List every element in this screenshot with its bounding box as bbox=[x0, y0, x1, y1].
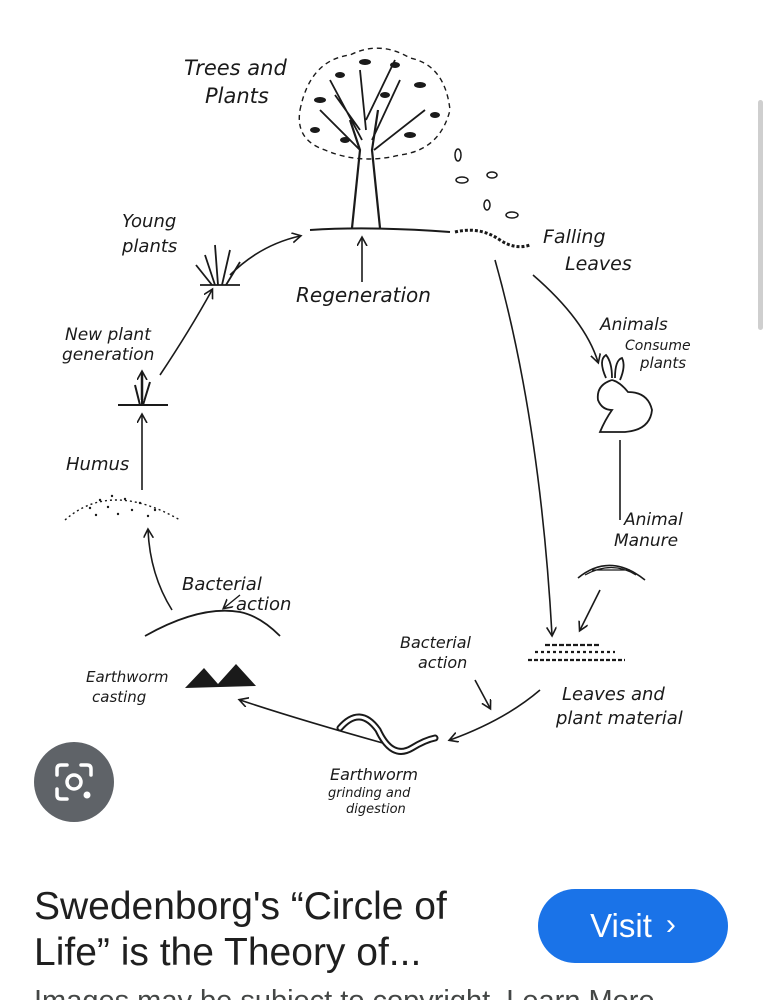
result-title[interactable]: Swedenborg's “Circle of Life” is the The… bbox=[34, 884, 514, 976]
falling-leaves-icon bbox=[454, 148, 519, 219]
tree-icon bbox=[298, 47, 451, 229]
young-plant-icon bbox=[195, 244, 241, 286]
ground-line bbox=[309, 227, 451, 233]
label-humus: Humus bbox=[66, 454, 129, 475]
lens-search-button[interactable] bbox=[34, 742, 114, 822]
label-trees-and-plants: Trees and Plants bbox=[184, 56, 293, 108]
label-earthworm-casting: Earthworm casting bbox=[86, 668, 173, 706]
copyright-notice[interactable]: Images may be subject to copyright. Lear… bbox=[34, 985, 655, 1000]
humus-mound-icon bbox=[64, 494, 181, 521]
bacterial-action-wave bbox=[144, 609, 281, 637]
result-title-line2: Life” is the Theory of... bbox=[34, 931, 422, 974]
label-earthworm-grinding: Earthworm grinding and digestion bbox=[328, 765, 423, 817]
manure-pile-icon bbox=[577, 564, 646, 581]
visit-button[interactable]: Visit › bbox=[538, 889, 728, 963]
visit-button-label: Visit bbox=[590, 907, 652, 944]
circle-of-life-diagram[interactable]: Trees and Plants Falling Leaves Regenera… bbox=[0, 0, 763, 860]
label-new-plant-generation: New plant generation bbox=[62, 325, 156, 365]
chevron-right-icon: › bbox=[665, 908, 676, 941]
label-bacterial-action-left: Bacterial action bbox=[182, 574, 291, 615]
camera-search-icon bbox=[55, 763, 93, 801]
label-falling-leaves: Falling Leaves bbox=[543, 226, 632, 275]
label-young-plants: Young plants bbox=[121, 211, 182, 257]
seedling-icon bbox=[118, 378, 168, 406]
label-leaves-and-plant-material: Leaves and plant material bbox=[555, 684, 683, 729]
label-animals-consume-plants: Animals Consume plants bbox=[599, 315, 696, 372]
leaf-litter-icon bbox=[454, 228, 531, 249]
earthworm-casting-icon bbox=[185, 664, 256, 688]
result-title-line1: Swedenborg's “Circle of bbox=[34, 885, 447, 928]
rabbit-icon bbox=[596, 353, 653, 433]
label-bacterial-action-right: Bacterial action bbox=[400, 633, 476, 672]
label-regeneration: Regeneration bbox=[296, 283, 431, 307]
label-animal-manure: Animal Manure bbox=[614, 510, 688, 551]
leaf-pile-icon bbox=[528, 643, 625, 662]
scrollbar-thumb[interactable] bbox=[758, 100, 763, 330]
